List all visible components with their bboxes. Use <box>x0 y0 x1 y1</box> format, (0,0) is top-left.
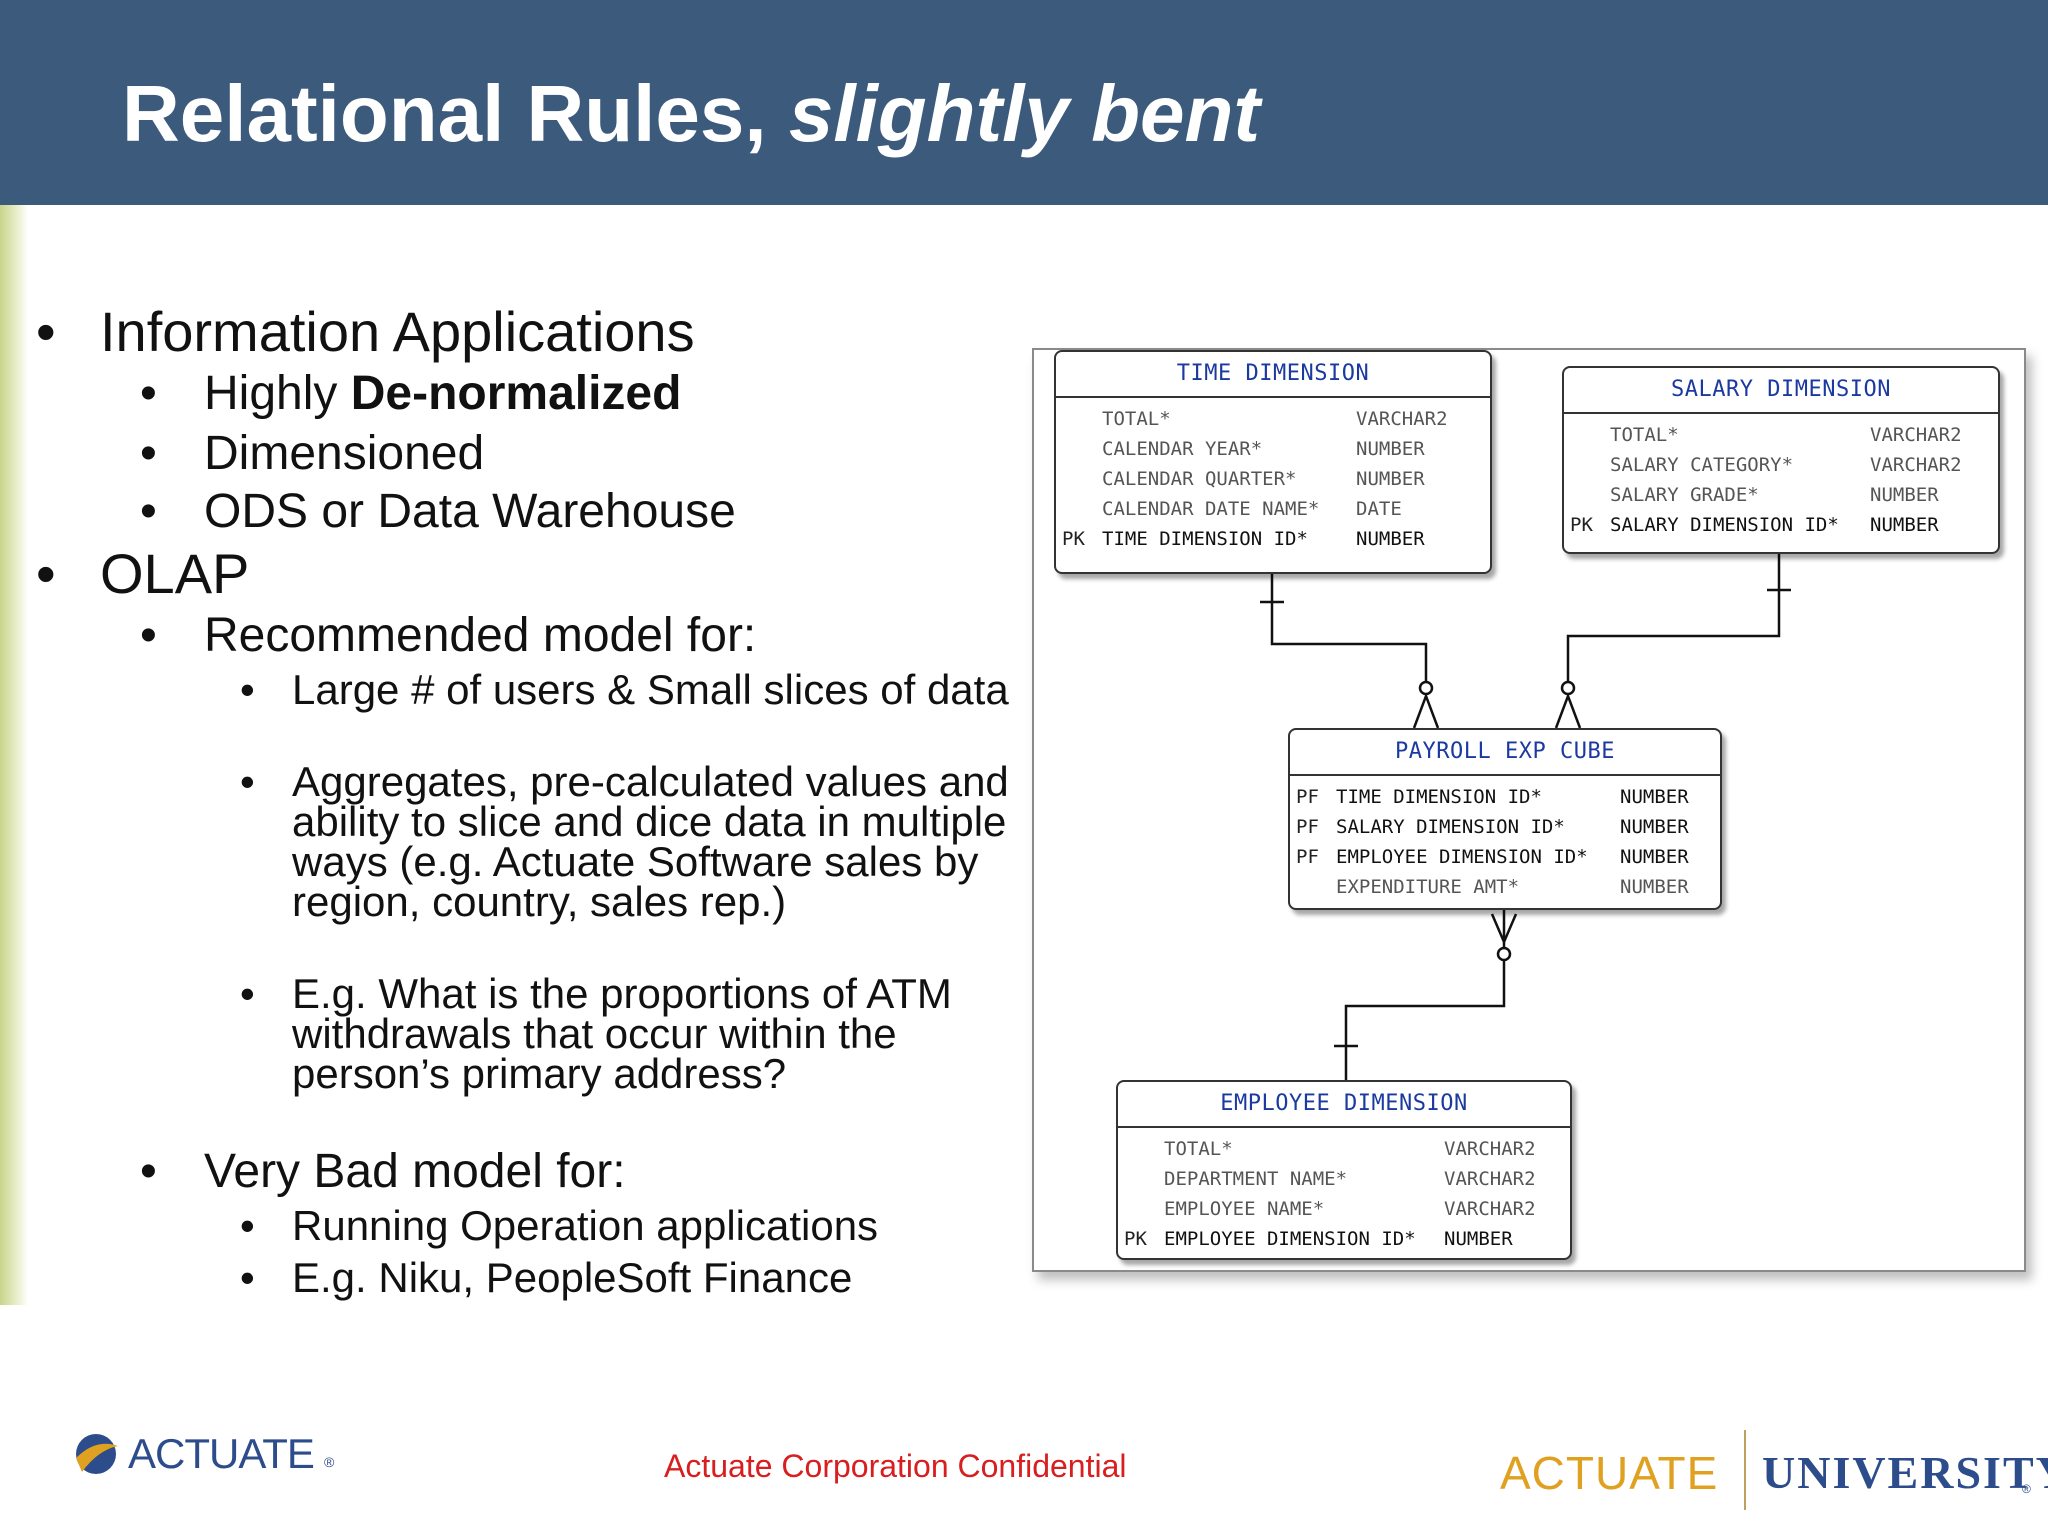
entity-attribute-row: EXPENDITURE AMT*NUMBER <box>1336 876 1689 898</box>
entity-attribute-row: DEPARTMENT NAME*VARCHAR2 <box>1164 1168 1536 1190</box>
entity-attribute-row: CALENDAR QUARTER*NUMBER <box>1102 468 1425 490</box>
entity-attribute-row: SALARY CATEGORY*VARCHAR2 <box>1610 454 1962 476</box>
relationship-connectors <box>1260 550 1791 1080</box>
entity-attribute-row: TOTAL*VARCHAR2 <box>1164 1138 1536 1160</box>
entity-attribute-row: CALENDAR DATE NAME*DATE <box>1102 498 1402 520</box>
entity-salary-dimension: SALARY DIMENSION TOTAL*VARCHAR2 SALARY C… <box>1562 366 2000 554</box>
er-diagram: TIME DIMENSION TOTAL*VARCHAR2 CALENDAR Y… <box>1032 348 2026 1272</box>
slide-title-emphasis: slightly bent <box>788 69 1260 158</box>
entity-title: EMPLOYEE DIMENSION <box>1118 1082 1570 1128</box>
au-logo-divider <box>1744 1430 1746 1510</box>
slide-header: Relational Rules, slightly bent <box>0 0 2048 205</box>
slide-title: Relational Rules, slightly bent <box>122 69 1260 158</box>
actuate-swoosh-icon <box>76 1434 118 1474</box>
actuate-university-logo: ACTUATE UNIVERSITY ® <box>1500 1430 2048 1510</box>
entity-title: PAYROLL EXP CUBE <box>1290 730 1720 776</box>
confidential-notice: Actuate Corporation Confidential <box>664 1448 1127 1484</box>
au-logo-actuate: ACTUATE <box>1500 1447 1719 1499</box>
actuate-logo-text: ACTUATE <box>128 1430 315 1477</box>
entity-attribute-row: TOTAL*VARCHAR2 <box>1610 424 1962 446</box>
au-logo-university: UNIVERSITY <box>1762 1447 2048 1498</box>
entity-attribute-row: TOTAL*VARCHAR2 <box>1102 408 1448 430</box>
registered-mark: ® <box>2022 1482 2031 1496</box>
entity-attribute-row: EMPLOYEE NAME*VARCHAR2 <box>1164 1198 1536 1220</box>
entity-title: TIME DIMENSION <box>1056 352 1490 398</box>
entity-title: SALARY DIMENSION <box>1564 368 1998 414</box>
left-accent-bar <box>0 205 28 1305</box>
entity-time-dimension: TIME DIMENSION TOTAL*VARCHAR2 CALENDAR Y… <box>1054 350 1492 574</box>
entity-attribute-row: CALENDAR YEAR*NUMBER <box>1102 438 1425 460</box>
actuate-logo: ACTUATE ® <box>72 1424 372 1484</box>
entity-employee-dimension: EMPLOYEE DIMENSION TOTAL*VARCHAR2 DEPART… <box>1116 1080 1572 1260</box>
entity-attribute-row: SALARY GRADE*NUMBER <box>1610 484 1939 506</box>
registered-mark: ® <box>324 1454 335 1470</box>
